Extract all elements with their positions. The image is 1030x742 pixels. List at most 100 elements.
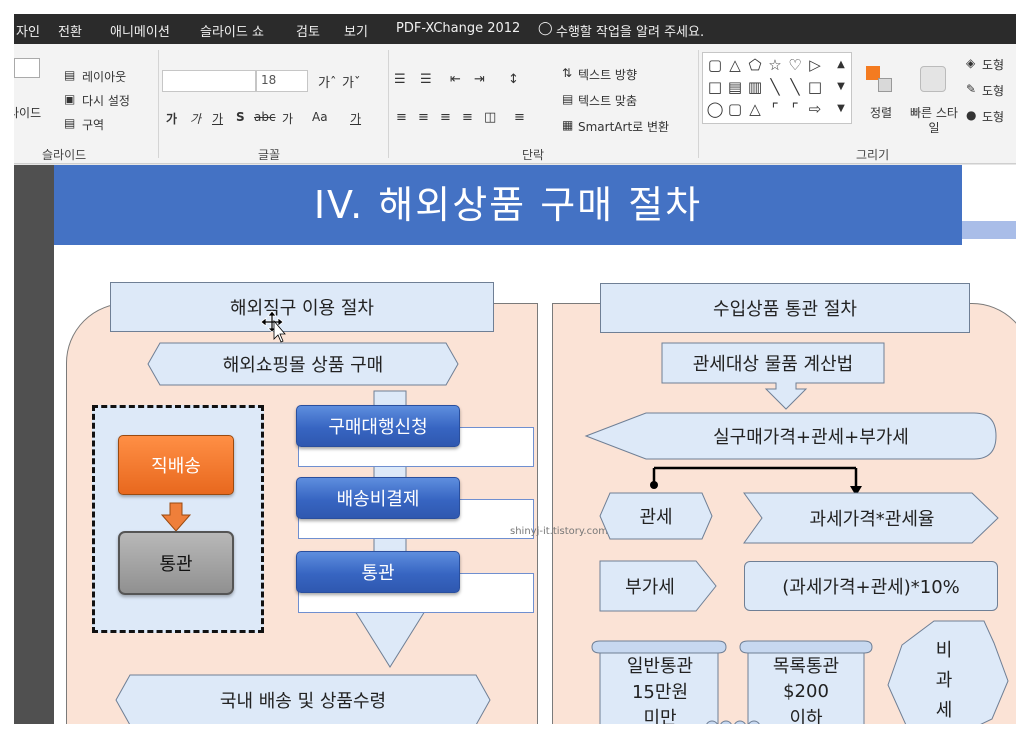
shapes-gallery[interactable]: ▢ △ ⬠ ☆ ♡ ▷ □ ▤ ▥ ╲ ╲ □ ◯ ▢ △ ⌜ ⌜ ⇨ ▲ ▼ … xyxy=(702,52,852,124)
overseas-purchase-header[interactable]: 해외직구 이용 절차 xyxy=(110,282,494,332)
slide-title[interactable]: IV. 해외상품 구매 절차 xyxy=(54,165,962,245)
text-direction-button[interactable]: 텍스트 방향 xyxy=(578,68,638,82)
list-customs-line2: $200 xyxy=(783,680,829,702)
text-direction-icon: ⇅ xyxy=(562,66,573,80)
customs-clearance-header[interactable]: 수입상품 통관 절차 xyxy=(600,283,970,333)
new-slide-button[interactable]: 라이드 xyxy=(14,106,42,120)
oval-shape-icon[interactable]: ◯ xyxy=(706,100,724,118)
total-formula-label: 실구매가격+관세+부가세 xyxy=(713,427,909,448)
slide-canvas[interactable]: IV. 해외상품 구매 절차 해외직구 이용 절차 해외쇼핑몰 상품 구매 직배… xyxy=(54,165,1016,724)
direct-customs-box[interactable]: 통관 xyxy=(118,531,234,595)
tell-me-input[interactable]: 수행할 작업을 알려 주세요. xyxy=(556,25,705,40)
rectangle-shape-icon[interactable]: ▢ xyxy=(707,56,723,74)
align-text-button[interactable]: 텍스트 맞춤 xyxy=(578,94,638,108)
font-size-box[interactable]: 18 xyxy=(256,70,308,92)
gallery-down-icon[interactable]: ▼ xyxy=(837,81,845,92)
lightbulb-icon: ◯ xyxy=(538,21,553,36)
domestic-delivery-shape[interactable] xyxy=(115,674,491,724)
overseas-shopping-shape[interactable] xyxy=(147,342,459,386)
line2-shape-icon[interactable]: ╲ xyxy=(790,78,800,96)
shape-outline-button[interactable]: 도형 xyxy=(982,84,1005,98)
list-customs-scroll[interactable] xyxy=(734,635,873,724)
bullets-icon[interactable]: ☰ xyxy=(394,72,406,87)
new-slide-icon[interactable] xyxy=(14,58,40,78)
columns-icon[interactable]: ◫ xyxy=(484,110,497,125)
smartart-button[interactable]: SmartArt로 변환 xyxy=(578,120,670,134)
slide-thumbnail-pane[interactable] xyxy=(14,165,54,724)
move-cursor-icon xyxy=(260,310,286,343)
direct-shipping-box[interactable]: 직배송 xyxy=(118,435,234,495)
vertical-textbox-shape-icon[interactable]: ▥ xyxy=(747,78,763,96)
overseas-shopping-label: 해외쇼핑몰 상품 구매 xyxy=(222,355,384,376)
bold-icon[interactable]: 가 xyxy=(166,112,178,126)
title-accent-stripe xyxy=(962,221,1016,239)
total-formula-shape[interactable] xyxy=(584,412,997,460)
rectangle3-shape-icon[interactable]: □ xyxy=(807,78,823,96)
shape-effects-button[interactable]: 도형 xyxy=(982,110,1005,124)
block-arrow-shape-icon[interactable]: ⇨ xyxy=(808,100,822,118)
font-name-box[interactable] xyxy=(162,70,256,92)
shape-fill-button[interactable]: 도형 xyxy=(982,58,1005,72)
paragraph-group-label: 단락 xyxy=(522,148,545,162)
triangle-shape-icon[interactable]: △ xyxy=(729,56,741,74)
line-shape-icon[interactable]: ╲ xyxy=(770,78,780,96)
triangle2-shape-icon[interactable]: △ xyxy=(749,100,761,118)
tab-pdf-xchange[interactable]: PDF-XChange 2012 xyxy=(396,21,521,36)
layout-button[interactable]: 레이아웃 xyxy=(82,70,127,84)
connector-shape-icon[interactable]: ⌜ xyxy=(771,100,779,118)
line-spacing-icon[interactable]: ↕ xyxy=(508,72,519,87)
gallery-more-icon[interactable]: ▼ xyxy=(837,103,845,114)
pentagon-shape-icon[interactable]: ⬠ xyxy=(748,56,762,74)
duty-formula-shape[interactable] xyxy=(743,492,999,544)
section-button[interactable]: 구역 xyxy=(82,118,105,132)
align-text-icon: ▤ xyxy=(562,92,574,106)
columns-dropdown-icon[interactable]: ≡ xyxy=(514,110,525,125)
align-center-icon[interactable]: ≡ xyxy=(418,110,429,125)
tab-view[interactable]: 보기 xyxy=(344,25,368,40)
calc-method-callout[interactable] xyxy=(661,342,885,410)
grow-font-icon[interactable]: 가ˆ xyxy=(318,76,337,91)
gallery-up-icon[interactable]: ▲ xyxy=(837,59,845,70)
tab-transitions[interactable]: 전환 xyxy=(58,25,82,40)
rectangle2-shape-icon[interactable]: □ xyxy=(707,78,723,96)
char-spacing-icon[interactable]: 가 xyxy=(282,112,294,126)
rounded-rect-shape-icon[interactable]: ▢ xyxy=(727,100,743,118)
reset-button[interactable]: 다시 설정 xyxy=(82,94,130,108)
vat-formula-box[interactable]: (과세가격+관세)*10% xyxy=(744,561,998,611)
duty-shape[interactable] xyxy=(599,492,713,540)
arrange-icon xyxy=(866,66,880,80)
shadow-icon[interactable]: S xyxy=(236,110,245,124)
italic-icon[interactable]: 가 xyxy=(190,112,202,126)
purchase-agency-button[interactable]: 구매대행신청 xyxy=(296,405,460,447)
justify-icon[interactable]: ≡ xyxy=(462,110,473,125)
underline-icon[interactable]: 가 xyxy=(212,112,224,126)
vat-shape[interactable] xyxy=(599,560,717,612)
shipping-payment-button[interactable]: 배송비결제 xyxy=(296,477,460,519)
agency-customs-button[interactable]: 통관 xyxy=(296,551,460,593)
align-right-icon[interactable]: ≡ xyxy=(440,110,451,125)
heart-shape-icon[interactable]: ♡ xyxy=(788,56,802,74)
branch-connector xyxy=(650,466,862,496)
tab-animations[interactable]: 애니메이션 xyxy=(110,25,170,40)
tab-slideshow[interactable]: 슬라이드 쇼 xyxy=(200,25,264,40)
numbering-icon[interactable]: ☰ xyxy=(420,72,432,87)
domestic-delivery-label: 국내 배송 및 상품수령 xyxy=(219,691,387,712)
down-arrow-icon xyxy=(160,502,192,532)
tax-exempt-shape[interactable] xyxy=(887,620,1009,724)
arrow-shape-icon[interactable]: ▷ xyxy=(809,56,821,74)
arrange-button[interactable]: 정렬 xyxy=(870,106,893,120)
general-customs-scroll[interactable] xyxy=(591,635,732,724)
font-color-icon[interactable]: 가 xyxy=(350,112,362,126)
tab-design[interactable]: 자인 xyxy=(16,25,40,40)
tab-review[interactable]: 검토 xyxy=(296,25,320,40)
shrink-font-icon[interactable]: 가ˇ xyxy=(342,76,361,91)
increase-indent-icon[interactable]: ⇥ xyxy=(474,72,485,87)
quick-styles-button[interactable]: 빠른 스타일 xyxy=(910,106,958,135)
decrease-indent-icon[interactable]: ⇤ xyxy=(450,72,461,87)
connector2-shape-icon[interactable]: ⌜ xyxy=(791,100,799,118)
align-left-icon[interactable]: ≡ xyxy=(396,110,407,125)
star-shape-icon[interactable]: ☆ xyxy=(768,56,782,74)
strikethrough-icon[interactable]: abc xyxy=(254,110,276,124)
textbox-shape-icon[interactable]: ▤ xyxy=(727,78,743,96)
change-case-button[interactable]: Aa xyxy=(312,110,328,124)
